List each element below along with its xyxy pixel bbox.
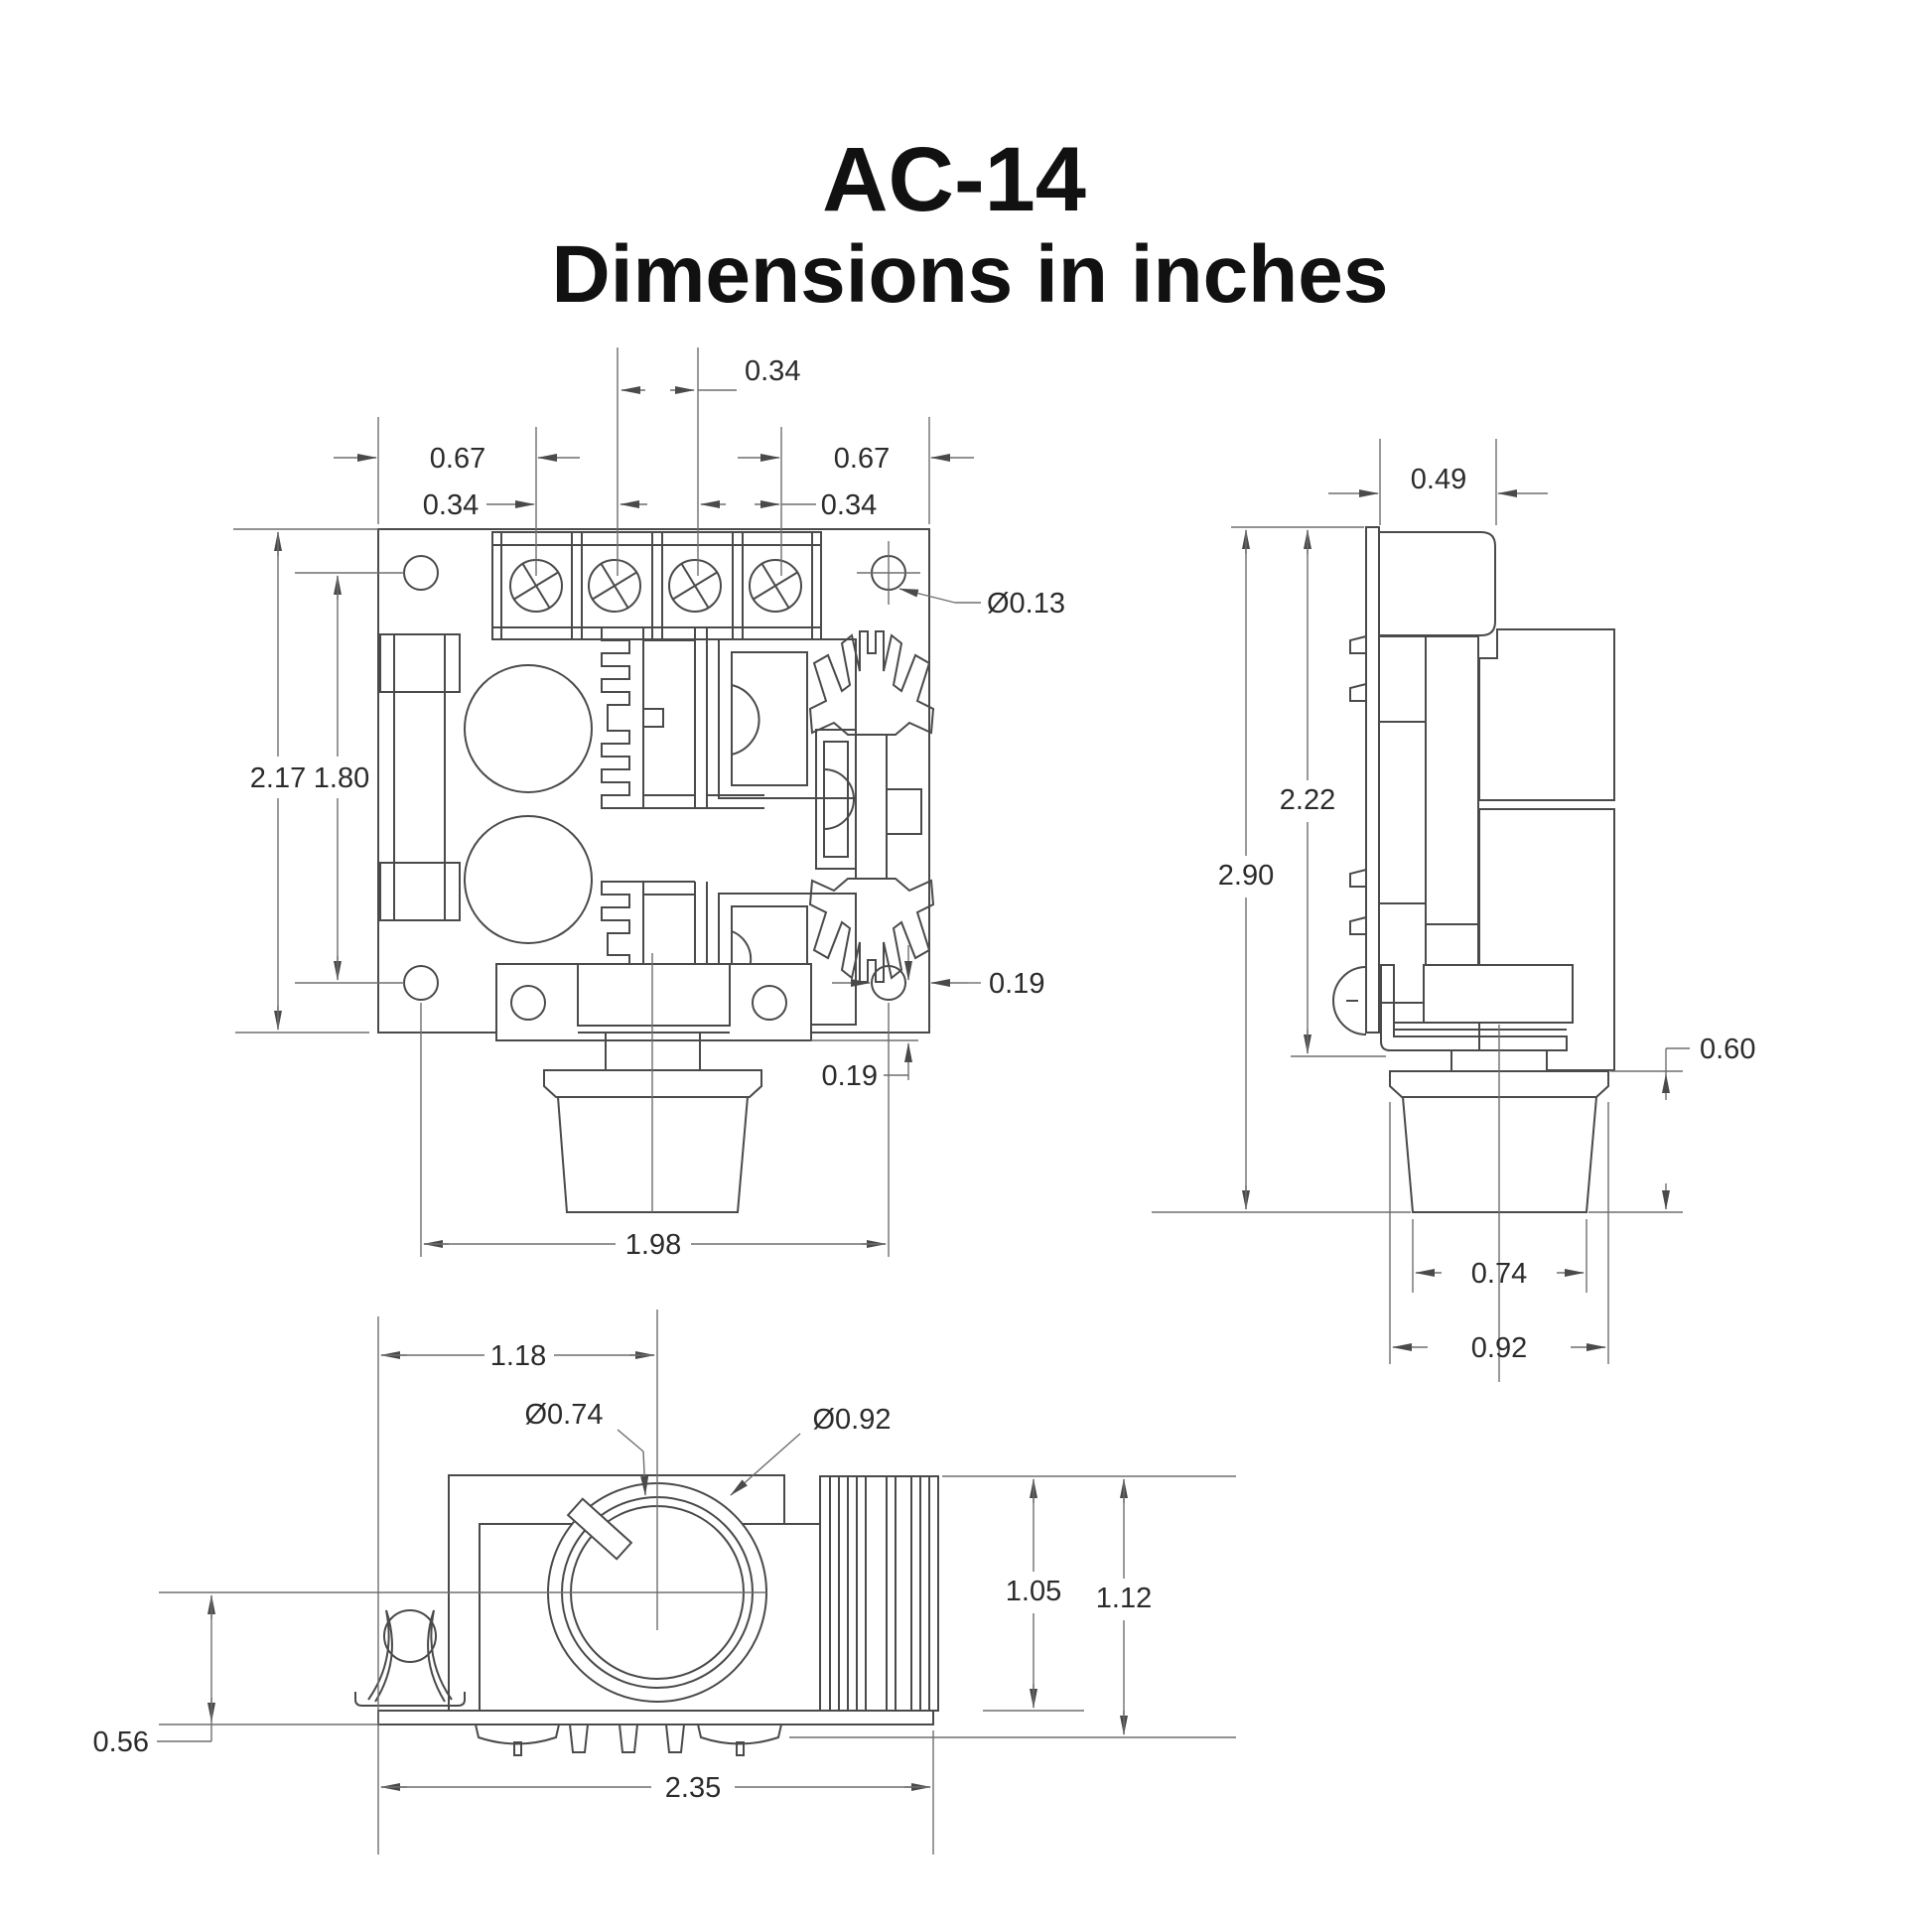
dim-knob-diameter-large: 0.92 [1471, 1332, 1527, 1364]
potentiometer-side [1332, 964, 1609, 1382]
dim-edge-to-knob-center: 1.18 [490, 1340, 546, 1372]
terminal-screw-4 [749, 559, 802, 613]
dim-component-height: 1.05 [1006, 1576, 1061, 1607]
pot-ear-hole-left [510, 985, 546, 1021]
fuse-holder-side [1378, 635, 1479, 1004]
dim-screw-pitch-center: 0.34 [745, 355, 800, 387]
terminal-block-side [1378, 531, 1496, 636]
capacitor-1 [464, 664, 593, 793]
star-heatsink [808, 630, 935, 983]
pot-body [577, 963, 731, 1027]
dim-hole-to-edge-horizontal: 0.19 [989, 968, 1044, 1000]
heatsink-front [819, 1475, 939, 1712]
knob-pointer [566, 1497, 633, 1561]
dim-knob-outer-diameter: Ø0.92 [813, 1404, 892, 1436]
pot-bracket-side [1380, 964, 1568, 1051]
dim-knob-diameter-small: 0.74 [1471, 1258, 1527, 1290]
terminal-block [491, 531, 822, 640]
dim-hole-diameter: Ø0.13 [987, 588, 1065, 620]
dim-board-to-bracket: 2.22 [1280, 784, 1335, 816]
terminal-screw-2 [588, 559, 641, 613]
pcb-edge-side [1365, 526, 1380, 1034]
dim-knob-center-height: 0.56 [93, 1726, 149, 1758]
top-view: 0.34 0.67 0.67 0.34 0.34 Ø0.13 [233, 347, 1065, 1261]
to220-star [815, 729, 857, 870]
dim-board-width: 2.35 [665, 1772, 721, 1804]
fuse-holder-top [379, 633, 461, 921]
dim-overall-height: 2.90 [1218, 860, 1274, 892]
pot-body-side [1423, 964, 1574, 1024]
dim-overall-board-height: 1.12 [1096, 1583, 1152, 1614]
dim-edge-to-screw-left: 0.67 [430, 443, 485, 475]
side-pin-1 [1349, 635, 1367, 654]
dim-board-height: 2.17 [250, 762, 306, 794]
dim-terminal-depth: 0.49 [1411, 464, 1466, 495]
dim-edge-to-screw-right: 0.67 [834, 443, 890, 475]
dim-screw-pitch-left: 0.34 [423, 489, 479, 521]
side-pin-2 [1349, 683, 1367, 702]
side-view-dimensions: 0.49 2.22 2.90 0.60 [1152, 439, 1755, 1364]
drawing-subtitle: Dimensions in inches [552, 229, 1389, 320]
front-pins [474, 1724, 783, 1756]
dim-knob-inner-diameter: Ø0.74 [525, 1399, 604, 1431]
dim-knob-height: 0.60 [1700, 1034, 1755, 1065]
drawing-title: AC-14 [822, 129, 1086, 230]
capacitor-2 [464, 815, 593, 944]
heatsink-side [1478, 628, 1615, 1071]
side-pin-4 [1349, 916, 1367, 935]
fuse-clip-front [354, 1609, 466, 1707]
pcb-edge-front [377, 1710, 934, 1725]
title-block: AC-14 Dimensions in inches [552, 129, 1389, 320]
front-view: 1.18 Ø0.74 Ø0.92 1.05 1.12 [93, 1310, 1236, 1855]
side-pin-3 [1349, 869, 1367, 888]
top-view-dimensions: 0.34 0.67 0.67 0.34 0.34 Ø0.13 [233, 347, 1065, 1261]
potentiometer-top [495, 953, 918, 1213]
pot-ear-hole-right [752, 985, 787, 1021]
dim-hole-to-edge-vertical: 0.19 [822, 1060, 878, 1092]
wire-clip-side [1332, 966, 1367, 1035]
dim-screw-pitch-right: 0.34 [821, 489, 877, 521]
dim-hole-spacing-horizontal: 1.98 [625, 1229, 681, 1261]
terminal-screw-3 [668, 559, 722, 613]
to220-upper [718, 638, 857, 799]
front-view-dimensions: 1.18 Ø0.74 Ø0.92 1.05 1.12 [93, 1316, 1236, 1855]
heatsink-assembly-upper [601, 626, 857, 809]
side-view: 0.49 2.22 2.90 0.60 [1152, 439, 1755, 1382]
dim-hole-spacing-vertical: 1.80 [314, 762, 369, 794]
